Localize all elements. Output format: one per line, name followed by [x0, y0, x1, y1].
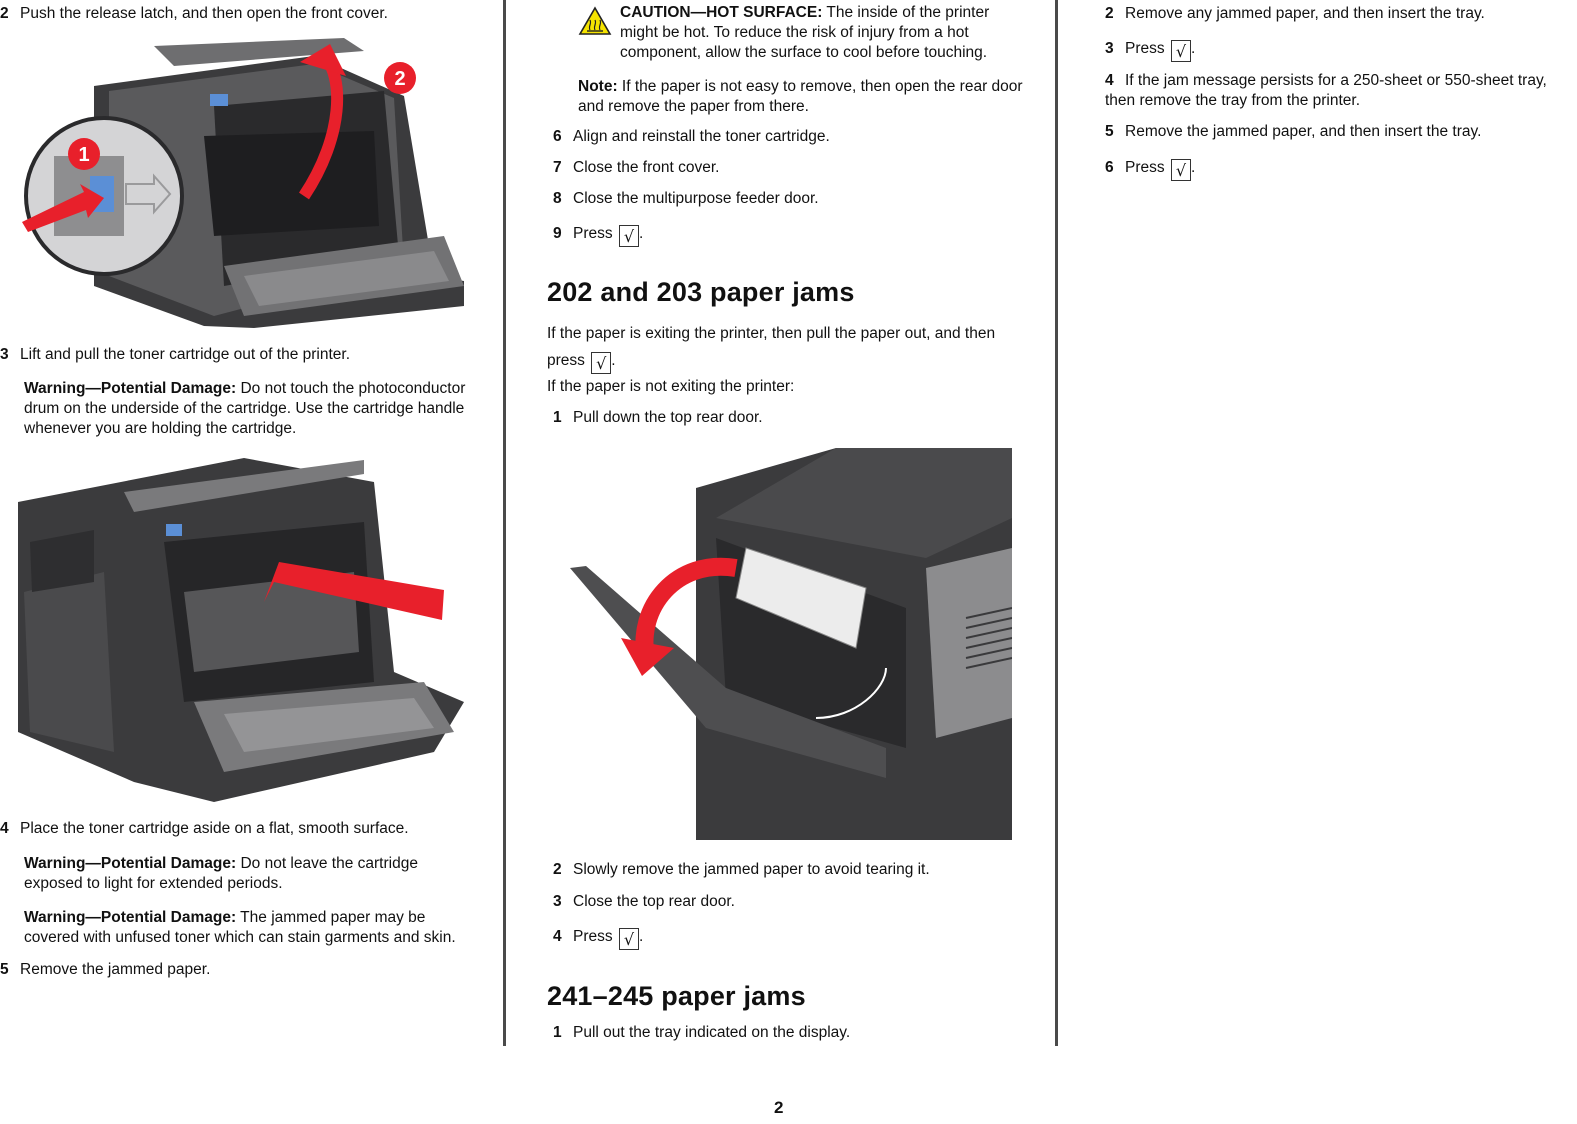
- printer-remove-toner-illustration: [18, 458, 464, 802]
- pull-down-arrow-icon: [635, 557, 738, 660]
- checkmark-button-icon: √: [618, 928, 639, 950]
- callout-2-number: 2: [394, 68, 405, 90]
- step-8-close-feeder: 8 Close the multipurpose feeder door.: [553, 189, 819, 209]
- step-text: Remove any jammed paper, and then insert…: [1125, 5, 1485, 22]
- warning-light-exposure: Warning—Potential Damage: Do not leave t…: [24, 854, 454, 894]
- step-text: Close the multipurpose feeder door.: [573, 190, 819, 207]
- step-number: 1: [553, 409, 562, 426]
- step-text: If the jam message persists for a 250-sh…: [1105, 72, 1547, 109]
- step-number: 7: [553, 159, 562, 176]
- step-5-remove-paper: 5 Remove the jammed paper.: [0, 960, 210, 980]
- step-1-pull-tray: 1 Pull out the tray indicated on the disp…: [553, 1023, 850, 1043]
- checkmark-button-icon: √: [618, 225, 639, 247]
- step-3-close-rear-door: 3 Close the top rear door.: [553, 892, 735, 912]
- step-2-remove-jammed-insert: 2 Remove any jammed paper, and then inser…: [1105, 4, 1485, 24]
- step-text: Pull out the tray indicated on the displ…: [573, 1024, 851, 1041]
- callout-1-badge: [68, 138, 100, 170]
- warning-photoconductor: Warning—Potential Damage: Do not touch t…: [24, 379, 466, 439]
- step-6-reinstall-toner: 6 Align and reinstall the toner cartridge…: [553, 127, 830, 147]
- printer-rear-door-illustration: [570, 448, 1012, 840]
- step-2-remove-slowly: 2 Slowly remove the jammed paper to avoid…: [553, 860, 930, 880]
- section-heading-241-245: 241–245 paper jams: [547, 981, 806, 1011]
- step-number: 6: [1105, 159, 1114, 176]
- checkmark-button-icon: √: [591, 352, 612, 374]
- step-number: 2: [0, 5, 9, 22]
- step-9-press: 9 Press √.: [553, 224, 643, 247]
- step-number: 4: [1105, 72, 1114, 89]
- intro-not-exiting: If the paper is not exiting the printer:: [547, 378, 795, 395]
- warning-text: The jammed paper may be covered with unf…: [24, 909, 456, 946]
- step-number: 3: [1105, 40, 1114, 57]
- step-2-release-latch: 2 Push the release latch, and then open t…: [0, 4, 388, 24]
- period: .: [638, 928, 644, 945]
- step-number: 2: [1105, 5, 1114, 22]
- step-text: Align and reinstall the toner cartridge.: [573, 128, 830, 145]
- intro-text: If the paper is exiting the printer, the…: [547, 325, 996, 369]
- checkmark-button-icon: √: [1170, 159, 1191, 181]
- step-6-press: 6 Press √.: [1105, 158, 1195, 181]
- warning-text: Do not leave the cartridge exposed to li…: [24, 855, 418, 892]
- period: .: [611, 352, 616, 369]
- step-text: Press: [573, 225, 613, 242]
- period: .: [1190, 40, 1196, 57]
- intro-exiting: If the paper is exiting the printer, the…: [547, 320, 1027, 374]
- step-number: 4: [553, 928, 562, 945]
- printer-open-cover-illustration: 1 2: [22, 38, 464, 328]
- note-text: If the paper is not easy to remove, then…: [578, 78, 1023, 115]
- step-number: 5: [1105, 123, 1114, 140]
- period: .: [1190, 159, 1196, 176]
- step-text: Remove the jammed paper, and then insert…: [1125, 123, 1482, 140]
- step-text: Pull down the top rear door.: [573, 409, 763, 426]
- step-text: Place the toner cartridge aside on a fla…: [20, 820, 409, 837]
- note-label: Note:: [578, 78, 618, 95]
- column-divider: [503, 0, 506, 1046]
- step-number: 8: [553, 190, 562, 207]
- step-text: Press: [573, 928, 613, 945]
- period: .: [638, 225, 644, 242]
- hot-surface-warning-icon: [578, 6, 612, 35]
- step-5-remove-insert: 5 Remove the jammed paper, and then inser…: [1105, 122, 1481, 142]
- caution-text: The inside of the printer might be hot. …: [620, 4, 990, 61]
- warning-label: Warning—Potential Damage:: [24, 855, 237, 872]
- callout-2-badge: [384, 62, 416, 94]
- step-number: 2: [553, 861, 562, 878]
- step-3-lift-toner: 3 Lift and pull the toner cartridge out o…: [0, 345, 350, 365]
- column-divider: [1055, 0, 1058, 1046]
- step-7-close-cover: 7 Close the front cover.: [553, 158, 719, 178]
- page-number: 2: [774, 1098, 784, 1117]
- jammed-paper: [735, 547, 867, 649]
- warning-label: Warning—Potential Damage:: [24, 380, 237, 397]
- step-number: 1: [553, 1024, 562, 1041]
- warning-unfused-toner: Warning—Potential Damage: The jammed pap…: [24, 908, 464, 948]
- pull-arrow-icon: [264, 562, 444, 620]
- checkmark-button-icon: √: [1170, 40, 1191, 62]
- step-text: Press: [1125, 40, 1165, 57]
- step-text: Close the front cover.: [573, 159, 720, 176]
- note-rear-door: Note: If the paper is not easy to remove…: [578, 77, 1028, 117]
- step-number: 3: [0, 346, 9, 363]
- step-number: 4: [0, 820, 9, 837]
- section-heading-202-203: 202 and 203 paper jams: [547, 277, 855, 307]
- step-text: Close the top rear door.: [573, 893, 735, 910]
- step-3-press: 3 Press √.: [1105, 39, 1195, 62]
- push-arrow-icon: [22, 184, 104, 232]
- step-number: 6: [553, 128, 562, 145]
- step-4-place-toner: 4 Place the toner cartridge aside on a fl…: [0, 819, 409, 839]
- step-number: 9: [553, 225, 562, 242]
- step-text: Lift and pull the toner cartridge out of…: [20, 346, 351, 363]
- caution-hot-surface: CAUTION—HOT SURFACE: The inside of the p…: [620, 3, 1010, 63]
- step-text: Remove the jammed paper.: [20, 961, 211, 978]
- step-4-press: 4 Press √.: [553, 927, 643, 950]
- step-text: Push the release latch, and then open th…: [20, 5, 388, 22]
- warning-text: Do not touch the photoconductor drum on …: [24, 380, 466, 437]
- caution-label: CAUTION—HOT SURFACE:: [620, 4, 823, 21]
- callout-1-number: 1: [78, 144, 89, 166]
- step-text: Slowly remove the jammed paper to avoid …: [573, 861, 930, 878]
- step-text: Press: [1125, 159, 1165, 176]
- step-number: 5: [0, 961, 9, 978]
- step-1-pull-rear-door: 1 Pull down the top rear door.: [553, 408, 763, 428]
- warning-label: Warning—Potential Damage:: [24, 909, 237, 926]
- step-number: 3: [553, 893, 562, 910]
